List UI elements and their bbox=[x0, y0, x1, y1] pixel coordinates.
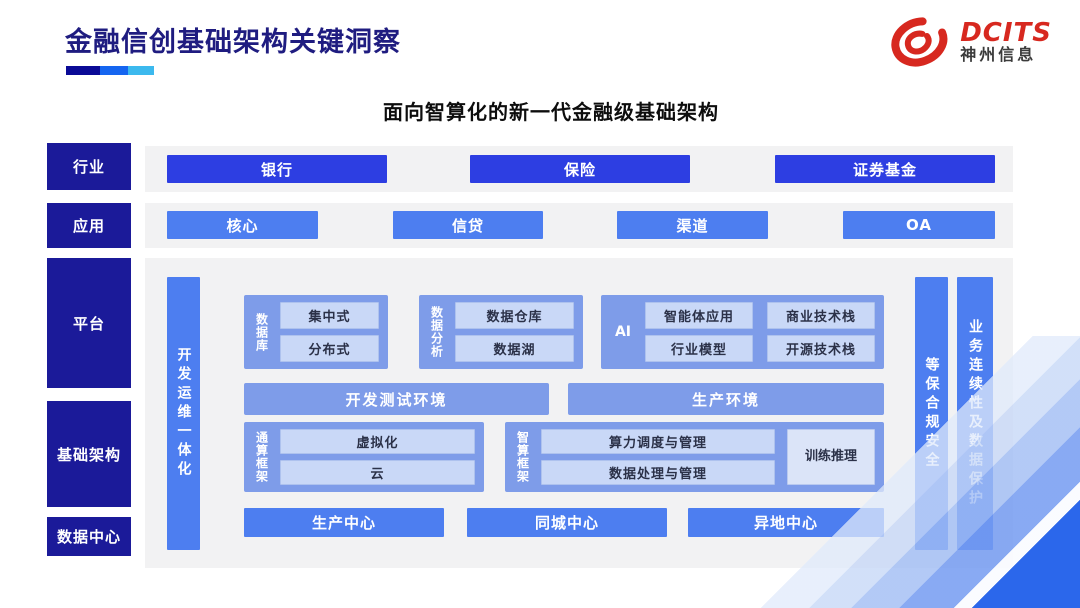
diagram-subtitle: 面向智算化的新一代金融级基础架构 bbox=[383, 100, 719, 124]
general-compute-item-virtualization: 虚拟化 bbox=[280, 429, 475, 454]
side-label-platform: 平台 bbox=[47, 258, 131, 388]
center-remote: 异地中心 bbox=[688, 508, 884, 537]
analytics-item-warehouse: 数据仓库 bbox=[455, 302, 574, 329]
analytics-item-lake: 数据湖 bbox=[455, 335, 574, 362]
ai-group-body: 智能体应用 商业技术栈 行业模型 开源技术栈 bbox=[645, 302, 875, 362]
intelligent-compute-item-train-infer: 训练推理 bbox=[787, 429, 875, 485]
security-compliance-bar: 等保合规安全 bbox=[915, 277, 948, 550]
database-group: 数据库 集中式 分布式 bbox=[244, 295, 388, 369]
ai-group-label: AI bbox=[614, 324, 632, 340]
intelligent-compute-group: 智算框架 算力调度与管理 数据处理与管理 训练推理 bbox=[505, 422, 884, 492]
database-item-distributed: 分布式 bbox=[280, 335, 379, 362]
ai-item-industry-model: 行业模型 bbox=[645, 335, 753, 362]
database-item-centralized: 集中式 bbox=[280, 302, 379, 329]
devops-bar-label: 开发运维一体化 bbox=[175, 347, 192, 480]
application-item-oa: OA bbox=[843, 211, 995, 239]
intelligent-compute-body: 算力调度与管理 数据处理与管理 bbox=[541, 429, 775, 485]
underline-segment-dark bbox=[66, 66, 100, 75]
side-label-application: 应用 bbox=[47, 203, 131, 248]
center-production: 生产中心 bbox=[244, 508, 444, 537]
analytics-group: 数据分析 数据仓库 数据湖 bbox=[419, 295, 583, 369]
underline-segment-light bbox=[128, 66, 154, 75]
production-environment-bar: 生产环境 bbox=[568, 383, 884, 415]
application-item-credit: 信贷 bbox=[393, 211, 543, 239]
ai-group: AI 智能体应用 商业技术栈 行业模型 开源技术栈 bbox=[601, 295, 884, 369]
application-band: 核心 信贷 渠道 OA bbox=[145, 203, 1013, 248]
logo-brand: DCITS bbox=[960, 17, 1052, 48]
business-continuity-bar: 业务连续性及数据保护 bbox=[957, 277, 993, 550]
center-same-city: 同城中心 bbox=[467, 508, 667, 537]
platform-panel: 开发运维一体化 数据库 集中式 分布式 数据分析 数据仓库 数据湖 AI 智能体… bbox=[145, 258, 1013, 568]
analytics-group-label: 数据分析 bbox=[429, 306, 444, 358]
security-bar-label: 等保合规安全 bbox=[923, 356, 940, 471]
continuity-bar-label: 业务连续性及数据保护 bbox=[967, 318, 983, 509]
database-group-body: 集中式 分布式 bbox=[280, 302, 379, 362]
intelligent-compute-item-data-mgmt: 数据处理与管理 bbox=[541, 460, 775, 485]
dev-test-environment-bar: 开发测试环境 bbox=[244, 383, 549, 415]
side-label-infrastructure: 基础架构 bbox=[47, 401, 131, 507]
industry-item-securities-fund: 证券基金 bbox=[775, 155, 995, 183]
intelligent-compute-label: 智算框架 bbox=[515, 431, 530, 483]
application-item-channel: 渠道 bbox=[617, 211, 768, 239]
dcits-swirl-icon bbox=[891, 17, 948, 67]
general-compute-item-cloud: 云 bbox=[280, 460, 475, 485]
application-item-core: 核心 bbox=[167, 211, 318, 239]
ai-item-opensource-stack: 开源技术栈 bbox=[767, 335, 875, 362]
page-title: 金融信创基础架构关键洞察 bbox=[65, 27, 401, 58]
industry-band: 银行 保险 证券基金 bbox=[145, 146, 1013, 192]
underline-segment-mid bbox=[100, 66, 128, 75]
side-label-industry: 行业 bbox=[47, 143, 131, 190]
general-compute-label: 通算框架 bbox=[254, 431, 269, 483]
industry-item-insurance: 保险 bbox=[470, 155, 690, 183]
ai-item-commercial-stack: 商业技术栈 bbox=[767, 302, 875, 329]
dcits-logo: DCITS 神州信息 bbox=[888, 16, 1052, 68]
logo-text: DCITS 神州信息 bbox=[960, 17, 1052, 65]
general-compute-body: 虚拟化 云 bbox=[280, 429, 475, 485]
industry-item-bank: 银行 bbox=[167, 155, 387, 183]
ai-item-agent-app: 智能体应用 bbox=[645, 302, 753, 329]
logo-company: 神州信息 bbox=[960, 45, 1037, 65]
database-group-label: 数据库 bbox=[254, 312, 269, 352]
side-label-datacenter: 数据中心 bbox=[47, 517, 131, 556]
general-compute-group: 通算框架 虚拟化 云 bbox=[244, 422, 484, 492]
intelligent-compute-item-scheduling: 算力调度与管理 bbox=[541, 429, 775, 454]
title-underline bbox=[66, 66, 154, 75]
analytics-group-body: 数据仓库 数据湖 bbox=[455, 302, 574, 362]
devops-vertical-bar: 开发运维一体化 bbox=[167, 277, 200, 550]
